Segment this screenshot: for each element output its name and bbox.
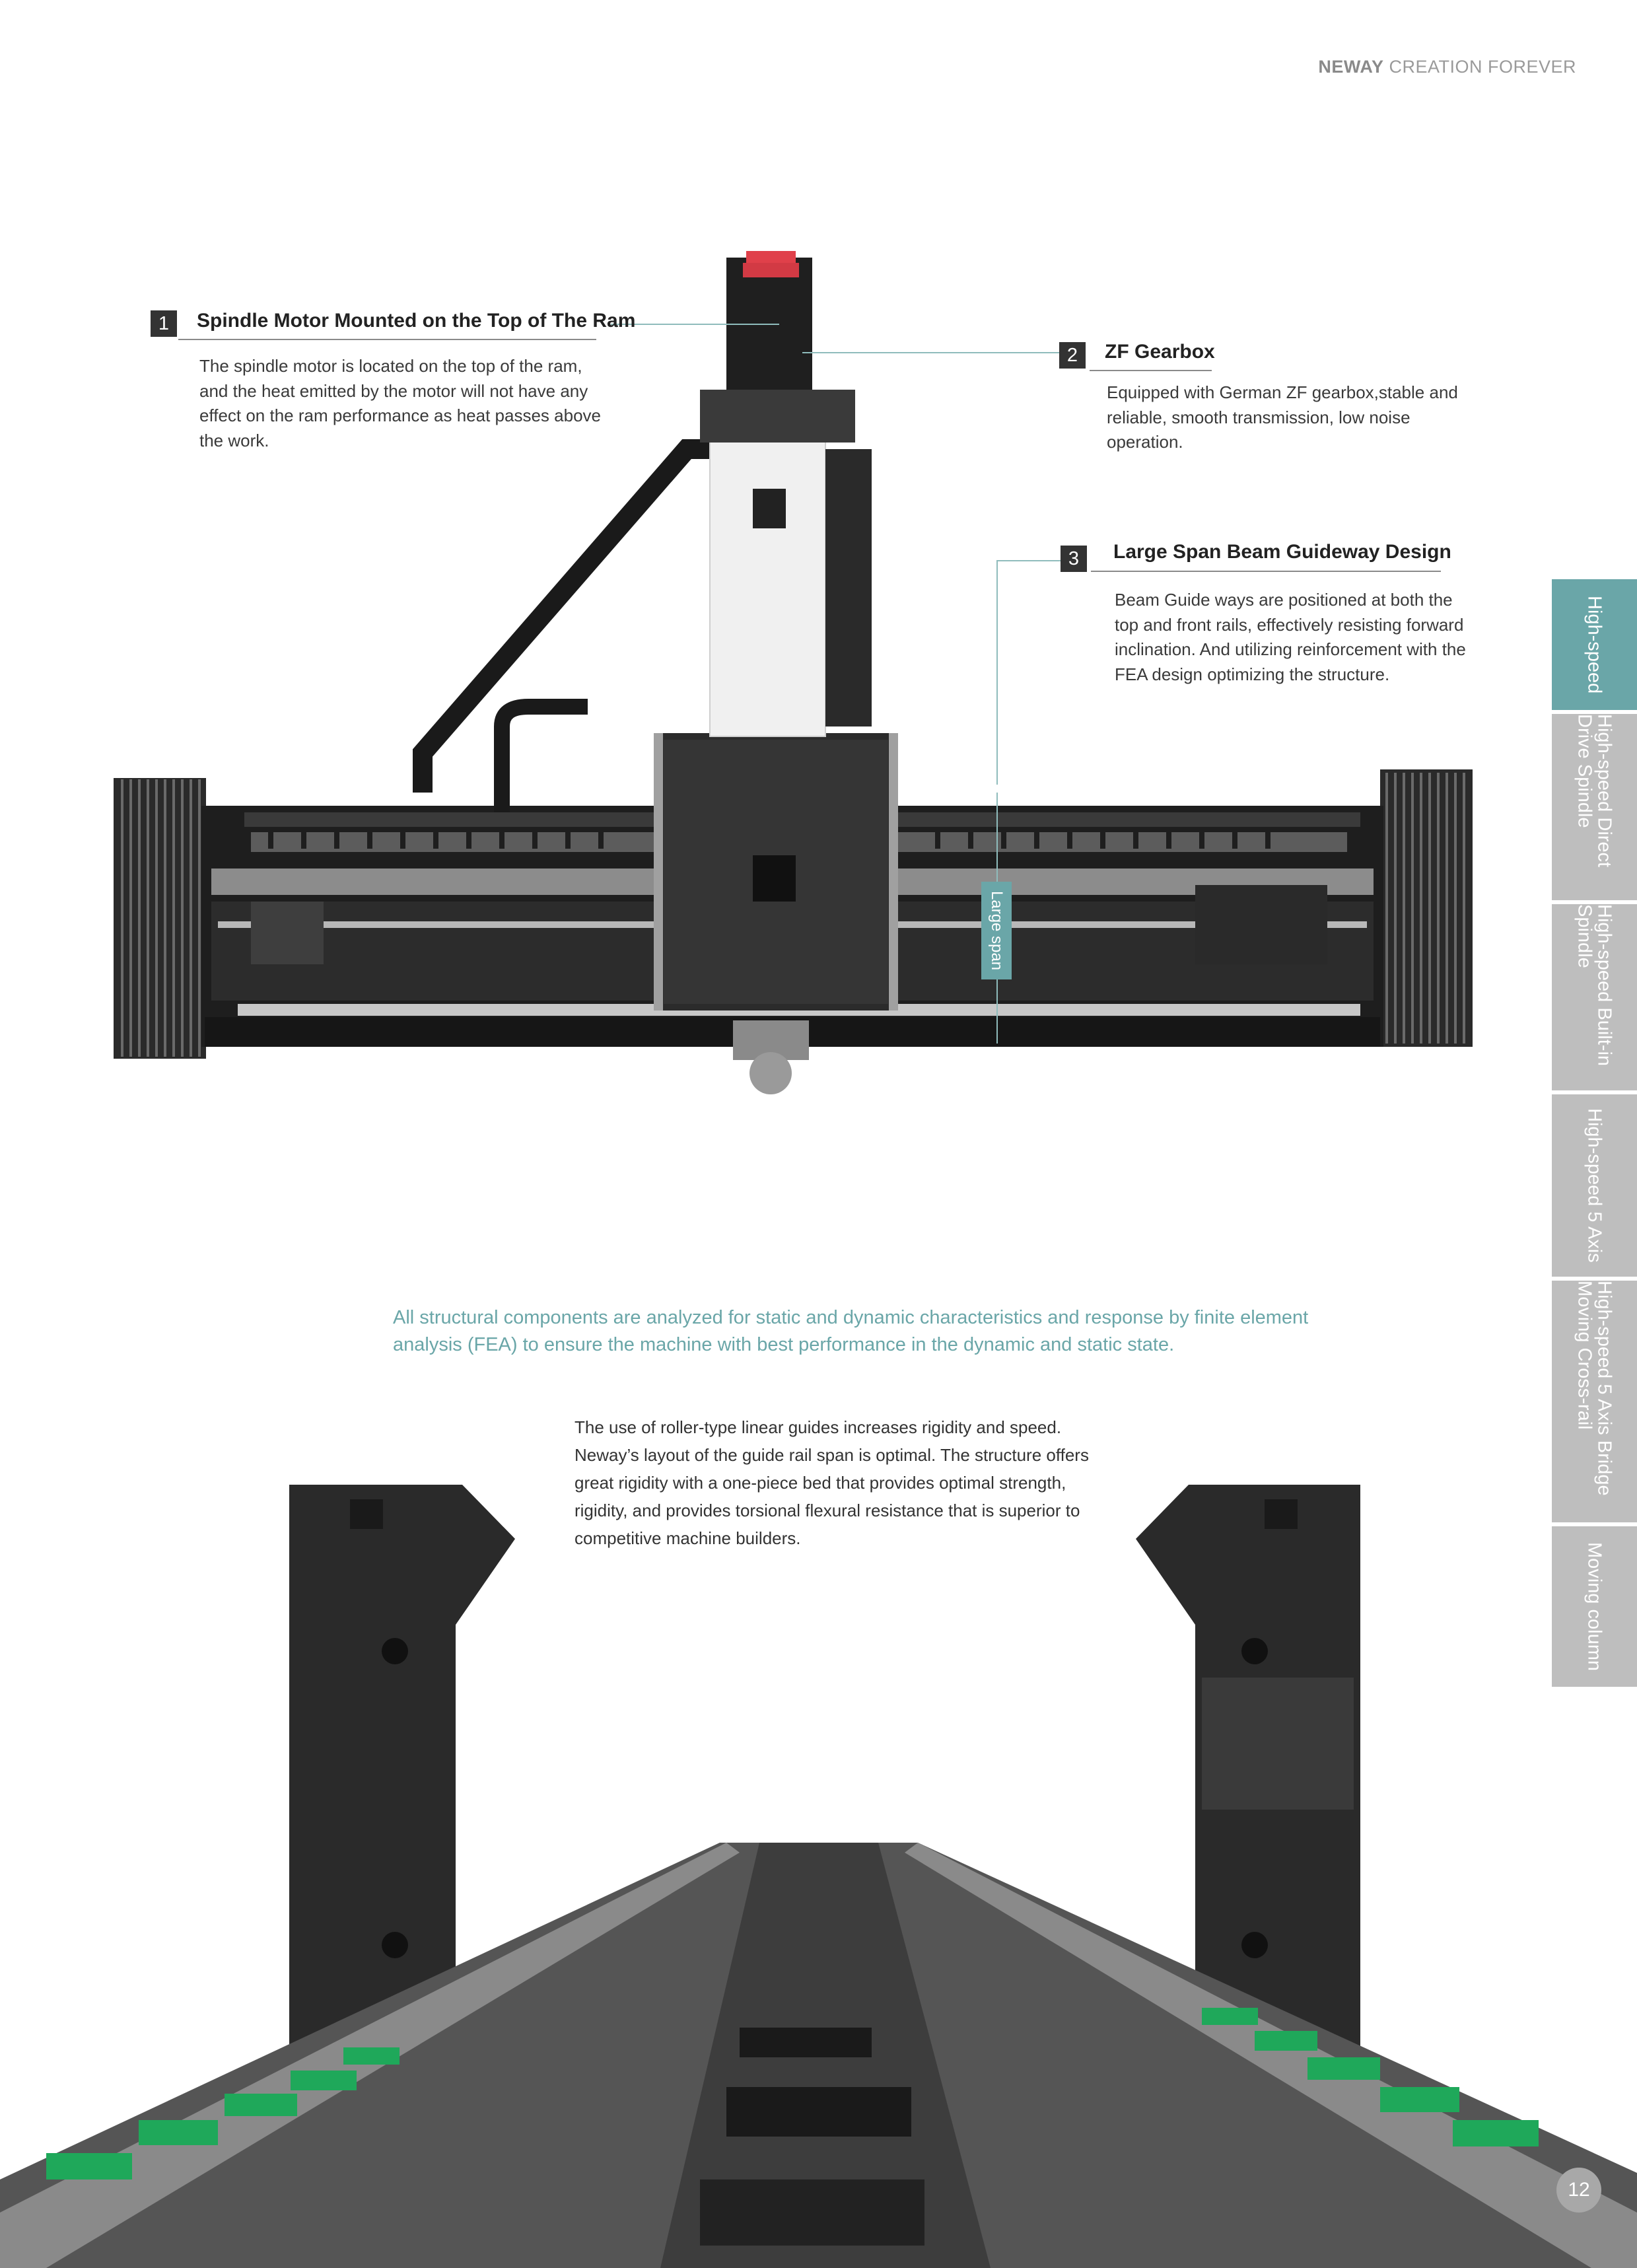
cable-chain xyxy=(413,439,720,793)
large-span-label: Large span xyxy=(981,882,1012,979)
callout-1-underline xyxy=(178,339,596,340)
right-column xyxy=(1123,1485,1360,2133)
page-number: 12 xyxy=(1556,2168,1601,2213)
callout-2-body: Equipped with German ZF gearbox,stable a… xyxy=(1107,382,1458,452)
callout-1-title: Spindle Motor Mounted on the Top of The … xyxy=(197,310,636,332)
tab-high-speed[interactable]: High-speed xyxy=(1552,579,1637,710)
tab-high-speed-built-in-spindle[interactable]: High-speed Built-in Spindle xyxy=(1552,904,1637,1090)
callout-2-underline xyxy=(1090,370,1212,371)
right-bellows-cover xyxy=(1380,769,1473,1047)
leader-line-3-v xyxy=(996,560,998,785)
linear-guide-description: The use of roller-type linear guides inc… xyxy=(575,1417,1089,1548)
right-linear-rail xyxy=(905,1843,1637,2268)
left-column xyxy=(289,1485,522,2133)
gantry-machine-illustration xyxy=(114,251,1473,1094)
callout-2-title: ZF Gearbox xyxy=(1105,341,1215,363)
callout-3-title: Large Span Beam Guideway Design xyxy=(1113,541,1451,563)
callout-2-number: 2 xyxy=(1059,342,1086,369)
tab-moving-column[interactable]: Moving column xyxy=(1552,1526,1637,1687)
machine-bed-illustration xyxy=(0,1485,1637,2268)
left-linear-rail xyxy=(0,1843,740,2268)
left-bellows-cover xyxy=(114,778,206,1059)
tab-high-speed-5-axis[interactable]: High-speed 5 Axis xyxy=(1552,1094,1637,1277)
tab-high-speed-direct-drive-spindle[interactable]: High-speed Direct Drive Spindle xyxy=(1552,714,1637,900)
leader-line-1 xyxy=(611,324,779,325)
machine-bed xyxy=(0,1843,1637,2268)
callout-1-number: 1 xyxy=(151,310,177,337)
leader-line-3-h xyxy=(997,560,1063,561)
saddle-block xyxy=(654,733,898,1010)
leader-line-2 xyxy=(802,352,1063,353)
ram-column xyxy=(700,251,872,1094)
callout-3-number: 3 xyxy=(1061,546,1087,572)
brand-name: NEWAY xyxy=(1318,57,1384,77)
brand-header: NEWAY CREATION FOREVER xyxy=(1318,57,1576,77)
fea-statement: All structural components are analyzed f… xyxy=(393,1307,1309,1355)
brand-slogan: CREATION FOREVER xyxy=(1389,57,1576,77)
callout-3-body: Beam Guide ways are positioned at both t… xyxy=(1115,590,1466,684)
tab-high-speed-5-axis-bridge[interactable]: High-speed 5 Axis Bridge Moving Cross-ra… xyxy=(1552,1281,1637,1522)
callout-3-underline xyxy=(1091,571,1441,572)
callout-1-body: The spindle motor is located on the top … xyxy=(199,356,601,450)
